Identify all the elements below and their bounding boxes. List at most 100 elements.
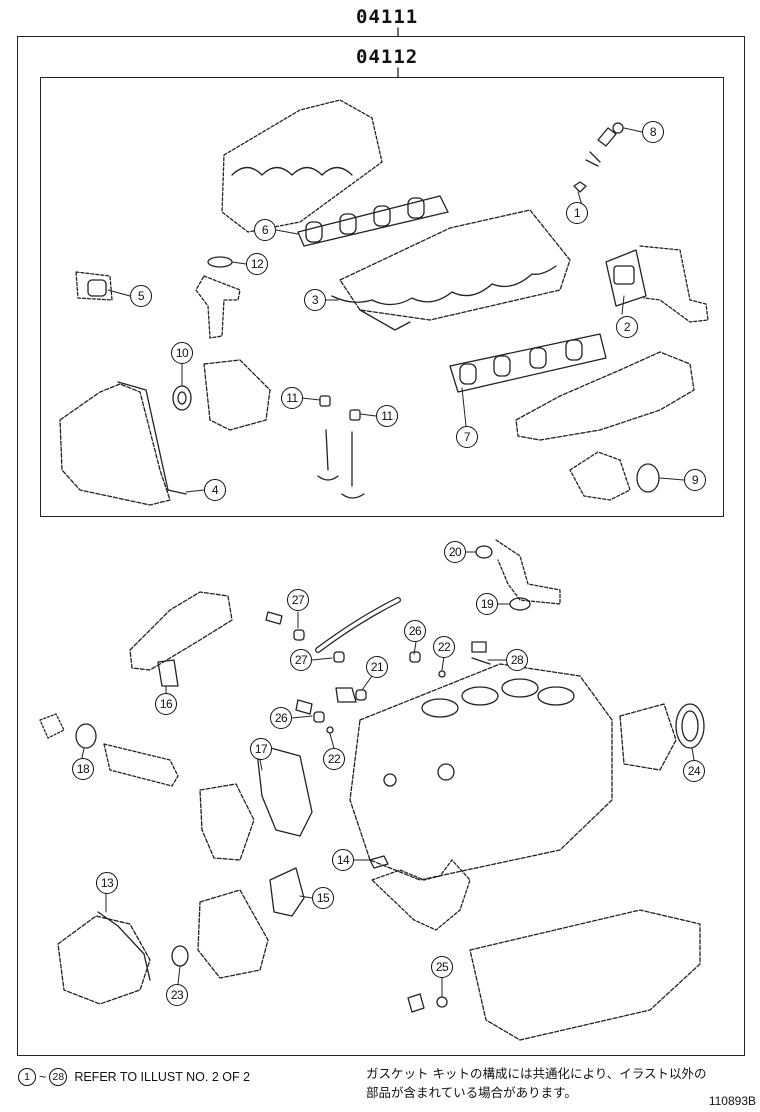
callout-14: 14 (332, 849, 354, 871)
block-boss-a (437, 763, 455, 781)
callout-3: 3 (304, 289, 326, 311)
bore-2 (461, 686, 499, 706)
plug-upper (265, 611, 283, 625)
cylinder-head-shape (339, 209, 571, 321)
callout-18: 18 (72, 758, 94, 780)
oil-strainer-shape (371, 859, 471, 931)
kit-number-outer: 04111 (356, 6, 419, 28)
gasket-6-port-b (339, 213, 357, 235)
gasket-9-shape (636, 463, 660, 493)
oil-seal-10 (172, 385, 192, 411)
head-gasket-3-edge (359, 309, 411, 331)
oil-seal-24 (675, 703, 705, 749)
bore-4 (537, 686, 575, 706)
plug-28 (471, 641, 491, 665)
manifold-gasket-7-shape (449, 333, 607, 393)
inner-kit-frame (40, 77, 724, 517)
callout-1: 1 (566, 202, 588, 224)
callout-15: 15 (312, 887, 334, 909)
oil-pan-shape (469, 909, 701, 1041)
gasket-17-shape (255, 743, 313, 837)
callout-21: 21 (366, 656, 388, 678)
heater-pipe-shape (495, 539, 561, 605)
valve-b (341, 431, 365, 499)
gasket-6-port-a (305, 221, 323, 243)
manifold-gasket-6-shape (297, 195, 449, 247)
callout-22b: 22 (323, 748, 345, 770)
refer-note: 1 ~ 28 REFER TO ILLUST NO. 2 OF 2 (18, 1068, 250, 1086)
gasket-13-shape (97, 911, 151, 981)
oring-22a (438, 670, 446, 678)
callout-8: 8 (642, 121, 664, 143)
gasket-21 (355, 689, 367, 701)
water-pump-shape (199, 783, 255, 861)
callout-20: 20 (444, 541, 466, 563)
callout-6: 6 (254, 219, 276, 241)
callout-9: 9 (684, 469, 706, 491)
callout-28: 28 (506, 649, 528, 671)
gasket-26a (409, 651, 421, 663)
bore-1 (421, 698, 459, 718)
illustration-code: 110893B (708, 1094, 756, 1108)
callout-27b: 27 (290, 649, 312, 671)
callout-26a: 26 (404, 620, 426, 642)
outer-kit-frame (17, 36, 745, 1056)
callout-22a: 22 (433, 636, 455, 658)
front-cover-shape (57, 915, 151, 1005)
plug-26-body (295, 699, 313, 715)
kit-number-inner: 04112 (356, 46, 419, 68)
gasket-27b (333, 651, 345, 663)
seal-18-ring (75, 723, 97, 749)
gasket-27a (293, 629, 305, 641)
water-pipe-shape (195, 275, 241, 339)
japanese-note-line1: ガスケット キットの構成には共通化により、イラスト以外の (366, 1066, 707, 1081)
japanese-note-line2: 部品が含まれている場合があります。 (366, 1085, 577, 1100)
cap-1-shape (573, 181, 587, 193)
oil-pump-cover-shape (197, 889, 269, 979)
gasket-20-shape (475, 545, 493, 559)
water-outlet-pipe (639, 245, 709, 323)
gasket-7-port-b (493, 355, 511, 377)
gasket-26b (313, 711, 325, 723)
sensor-8-body (585, 127, 617, 167)
callout-26b: 26 (270, 707, 292, 729)
seal-12-ring (207, 256, 233, 268)
gasket-5-plate (75, 271, 113, 301)
gasket-6-port-c (373, 205, 391, 227)
gasket-16-shape (157, 659, 179, 687)
thermostat-housing-shape (569, 451, 631, 501)
drain-plug (407, 993, 425, 1013)
exhaust-manifold-shape (515, 351, 695, 441)
gasket-2-hole (613, 265, 635, 285)
gasket-14-shape (369, 855, 389, 869)
gasket-7-port-d (565, 339, 583, 361)
block-boss-b (383, 773, 397, 787)
cylinder-block-shape (349, 663, 613, 881)
range-separator: ~ (39, 1070, 47, 1084)
callout-12: 12 (246, 253, 268, 275)
range-start-badge: 1 (18, 1068, 36, 1086)
leader-lines (81, 127, 695, 997)
refer-text: REFER TO ILLUST NO. 2 OF 2 (74, 1070, 251, 1084)
oring-22b (326, 726, 334, 734)
stem-seal-11a (319, 395, 331, 407)
callout-17: 17 (250, 738, 272, 760)
callout-27a: 27 (287, 589, 309, 611)
seal-retainer-shape (619, 703, 677, 771)
callout-5: 5 (130, 285, 152, 307)
hose-inner (316, 598, 400, 652)
callout-2: 2 (616, 316, 638, 338)
callout-11a: 11 (281, 387, 303, 409)
bore-3 (501, 678, 539, 698)
callout-13: 13 (96, 872, 118, 894)
gasket-2-shape (605, 249, 647, 307)
gasket-7-port-c (529, 347, 547, 369)
head-cover-shape (221, 99, 383, 233)
gasket-15-shape (269, 867, 305, 917)
plug-18-shape (39, 713, 65, 739)
callout-25: 25 (431, 956, 453, 978)
callout-23: 23 (166, 984, 188, 1006)
callout-7: 7 (456, 426, 478, 448)
callout-19: 19 (476, 593, 498, 615)
